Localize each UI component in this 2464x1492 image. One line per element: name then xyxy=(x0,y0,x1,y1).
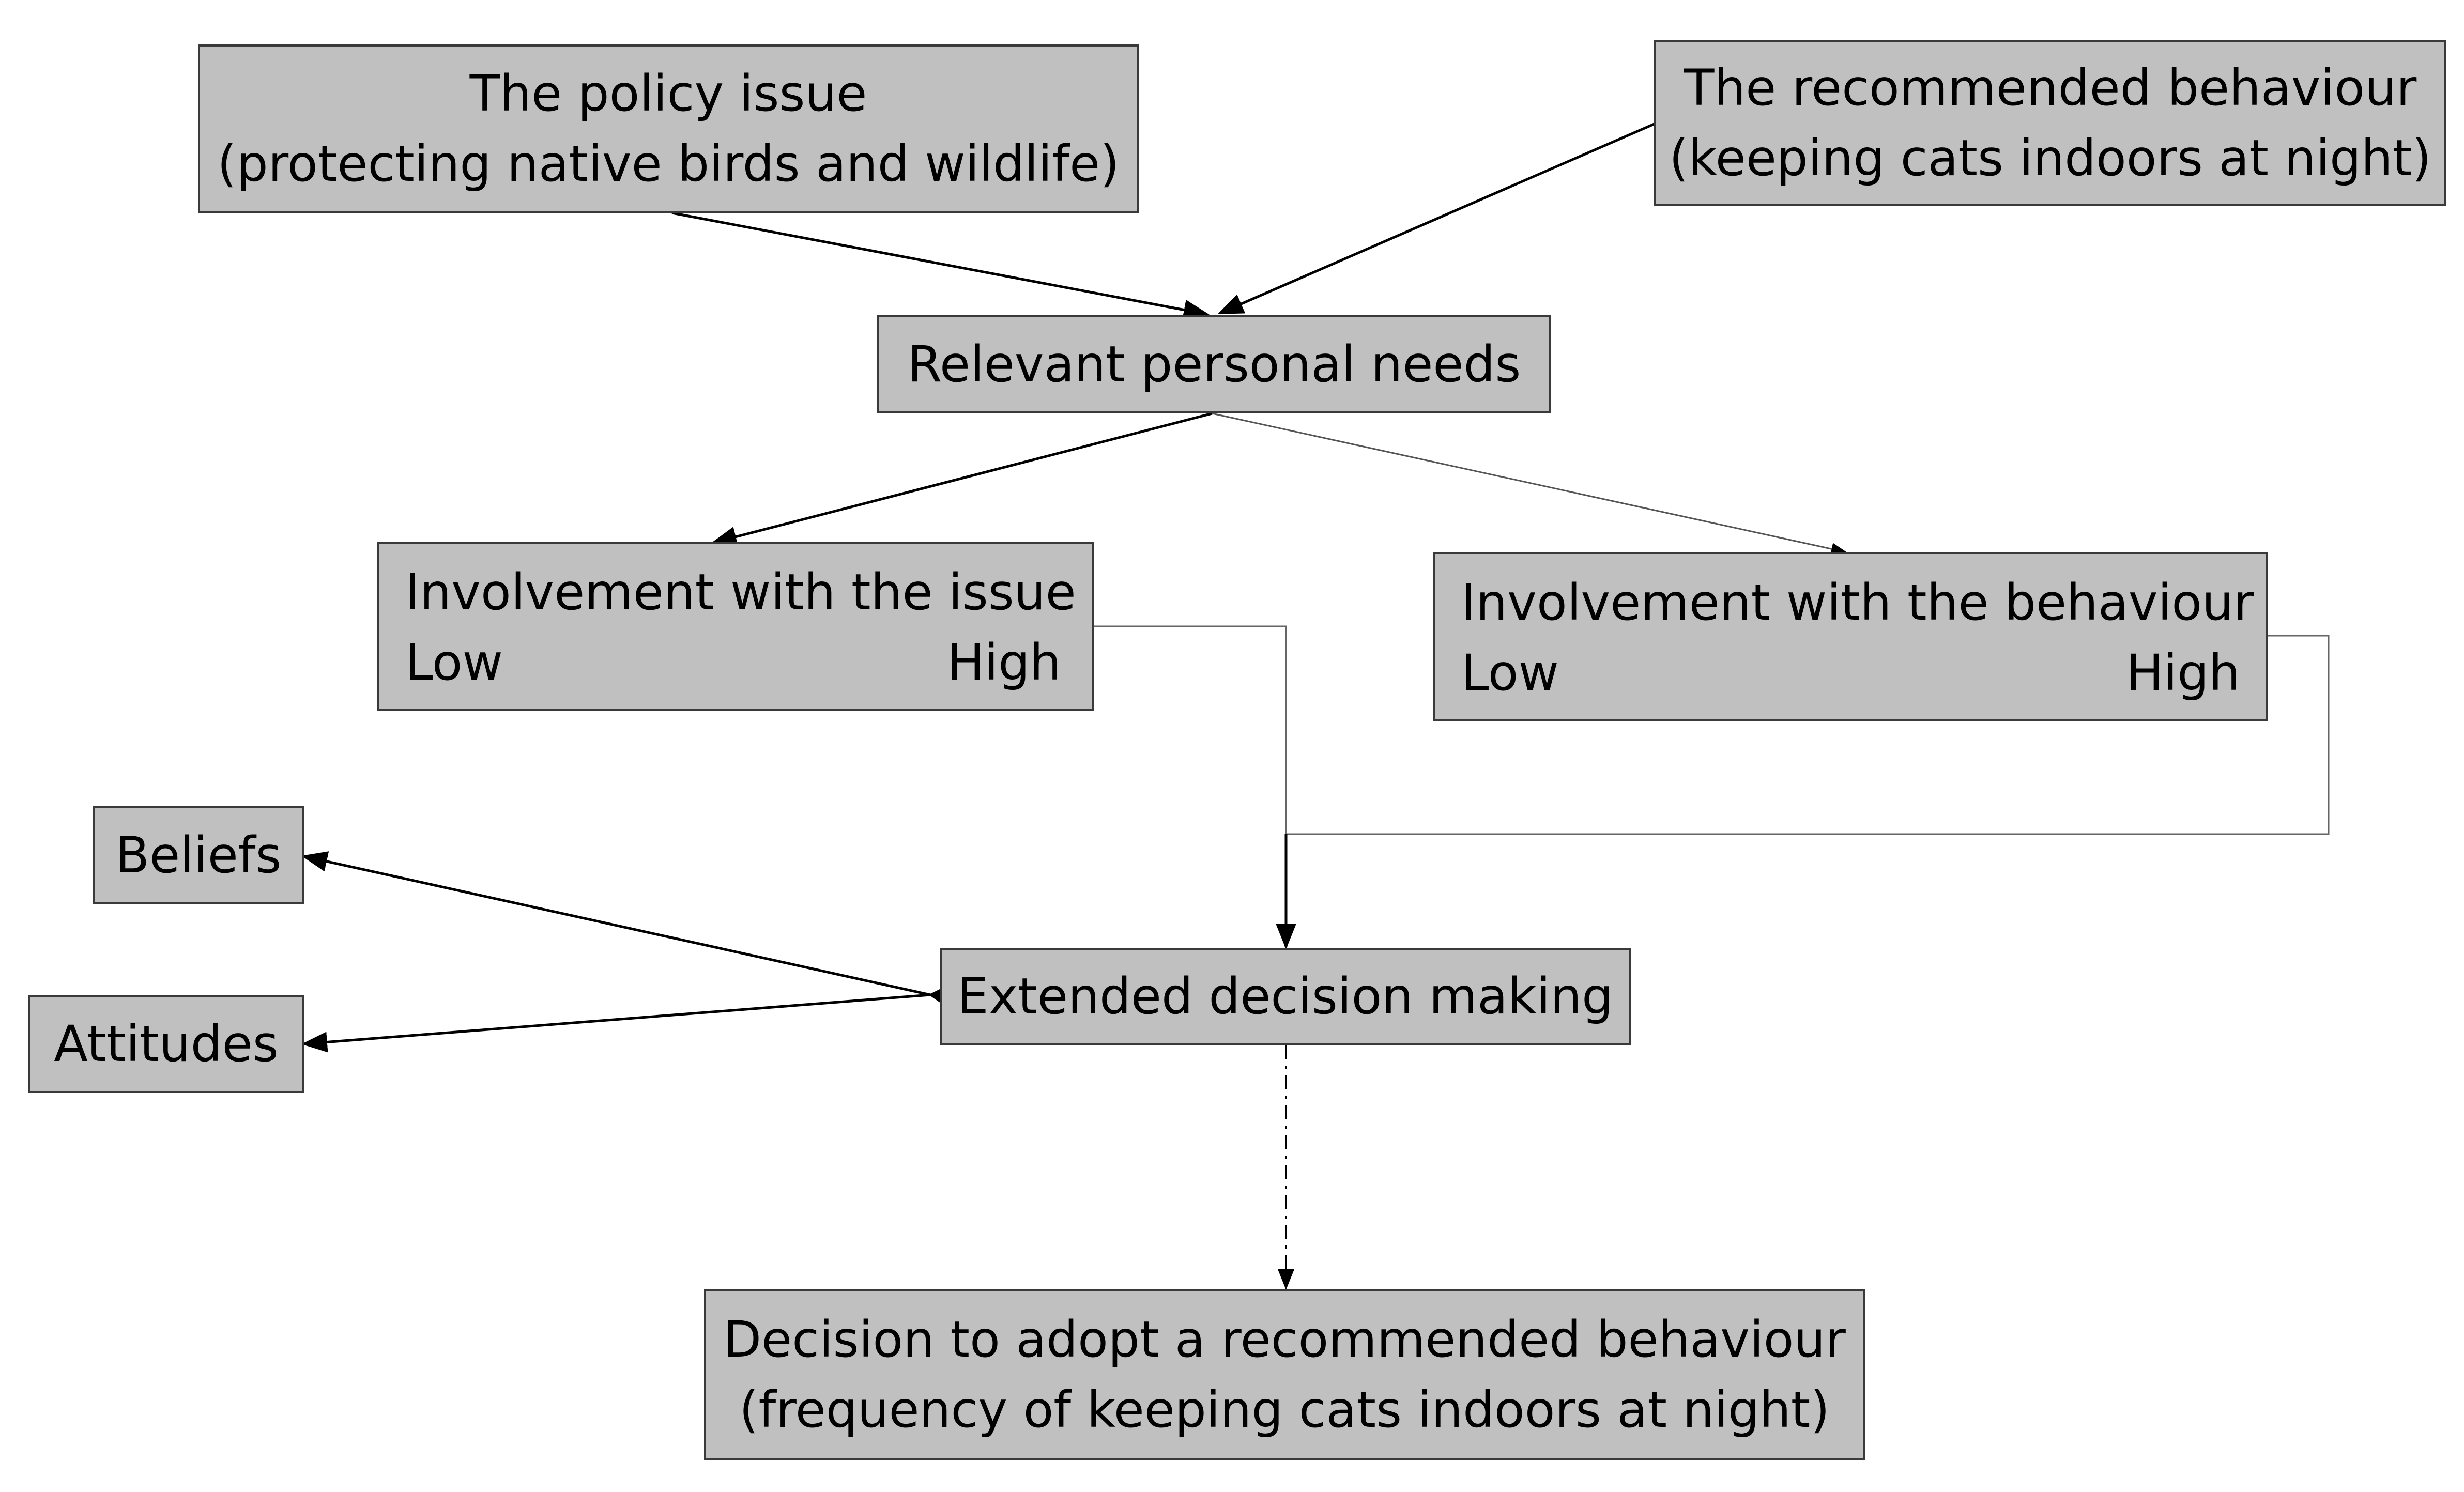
extended-decision-label: Extended decision making xyxy=(957,967,1614,1025)
decision-adopt-title: Decision to adopt a recommended behaviou… xyxy=(723,1311,1846,1368)
involvement-issue-scale: Low High xyxy=(405,627,1061,698)
connector-behaviour-to-merge xyxy=(1286,635,2330,835)
policy-issue-title: The policy issue xyxy=(469,65,867,122)
involvement-behaviour-high: High xyxy=(2126,644,2240,702)
involvement-issue-box: Involvement with the issue Low High xyxy=(377,542,1094,711)
recommended-behaviour-title: The recommended behaviour xyxy=(1684,59,2417,117)
involvement-issue-low: Low xyxy=(405,634,503,691)
personal-needs-label: Relevant personal needs xyxy=(907,335,1521,393)
connector-issue-to-merge xyxy=(1094,625,1287,834)
arrow-behaviour-to-needs xyxy=(1217,122,1655,315)
policy-issue-detail: (protecting native birds and wildlife) xyxy=(217,135,1120,193)
arrow-needs-to-involvement-behaviour xyxy=(1212,412,1847,555)
decision-adopt-box: Decision to adopt a recommended behaviou… xyxy=(704,1289,1865,1460)
arrow-to-beliefs xyxy=(301,851,956,1010)
beliefs-label: Beliefs xyxy=(115,826,282,884)
extended-decision-box: Extended decision making xyxy=(940,948,1631,1045)
personal-needs-box: Relevant personal needs xyxy=(877,315,1551,413)
arrow-needs-to-involvement-issue xyxy=(711,412,1213,547)
policy-issue-box: The policy issue (protecting native bird… xyxy=(198,44,1139,213)
arrow-policy-to-needs xyxy=(671,211,1210,320)
attitudes-label: Attitudes xyxy=(54,1015,279,1073)
involvement-behaviour-box: Involvement with the behaviour Low High xyxy=(1433,552,2268,721)
decision-adopt-detail: (frequency of keeping cats indoors at ni… xyxy=(739,1381,1830,1439)
involvement-behaviour-scale: Low High xyxy=(1461,638,2240,708)
recommended-behaviour-box: The recommended behaviour (keeping cats … xyxy=(1654,40,2446,206)
attitudes-box: Attitudes xyxy=(28,995,304,1093)
involvement-issue-high: High xyxy=(947,634,1061,691)
arrow-to-attitudes xyxy=(301,982,955,1053)
involvement-behaviour-title: Involvement with the behaviour xyxy=(1461,574,2254,632)
recommended-behaviour-detail: (keeping cats indoors at night) xyxy=(1669,129,2431,187)
involvement-behaviour-low: Low xyxy=(1461,644,1559,702)
involvement-issue-title: Involvement with the issue xyxy=(405,563,1076,621)
beliefs-box: Beliefs xyxy=(93,806,304,904)
